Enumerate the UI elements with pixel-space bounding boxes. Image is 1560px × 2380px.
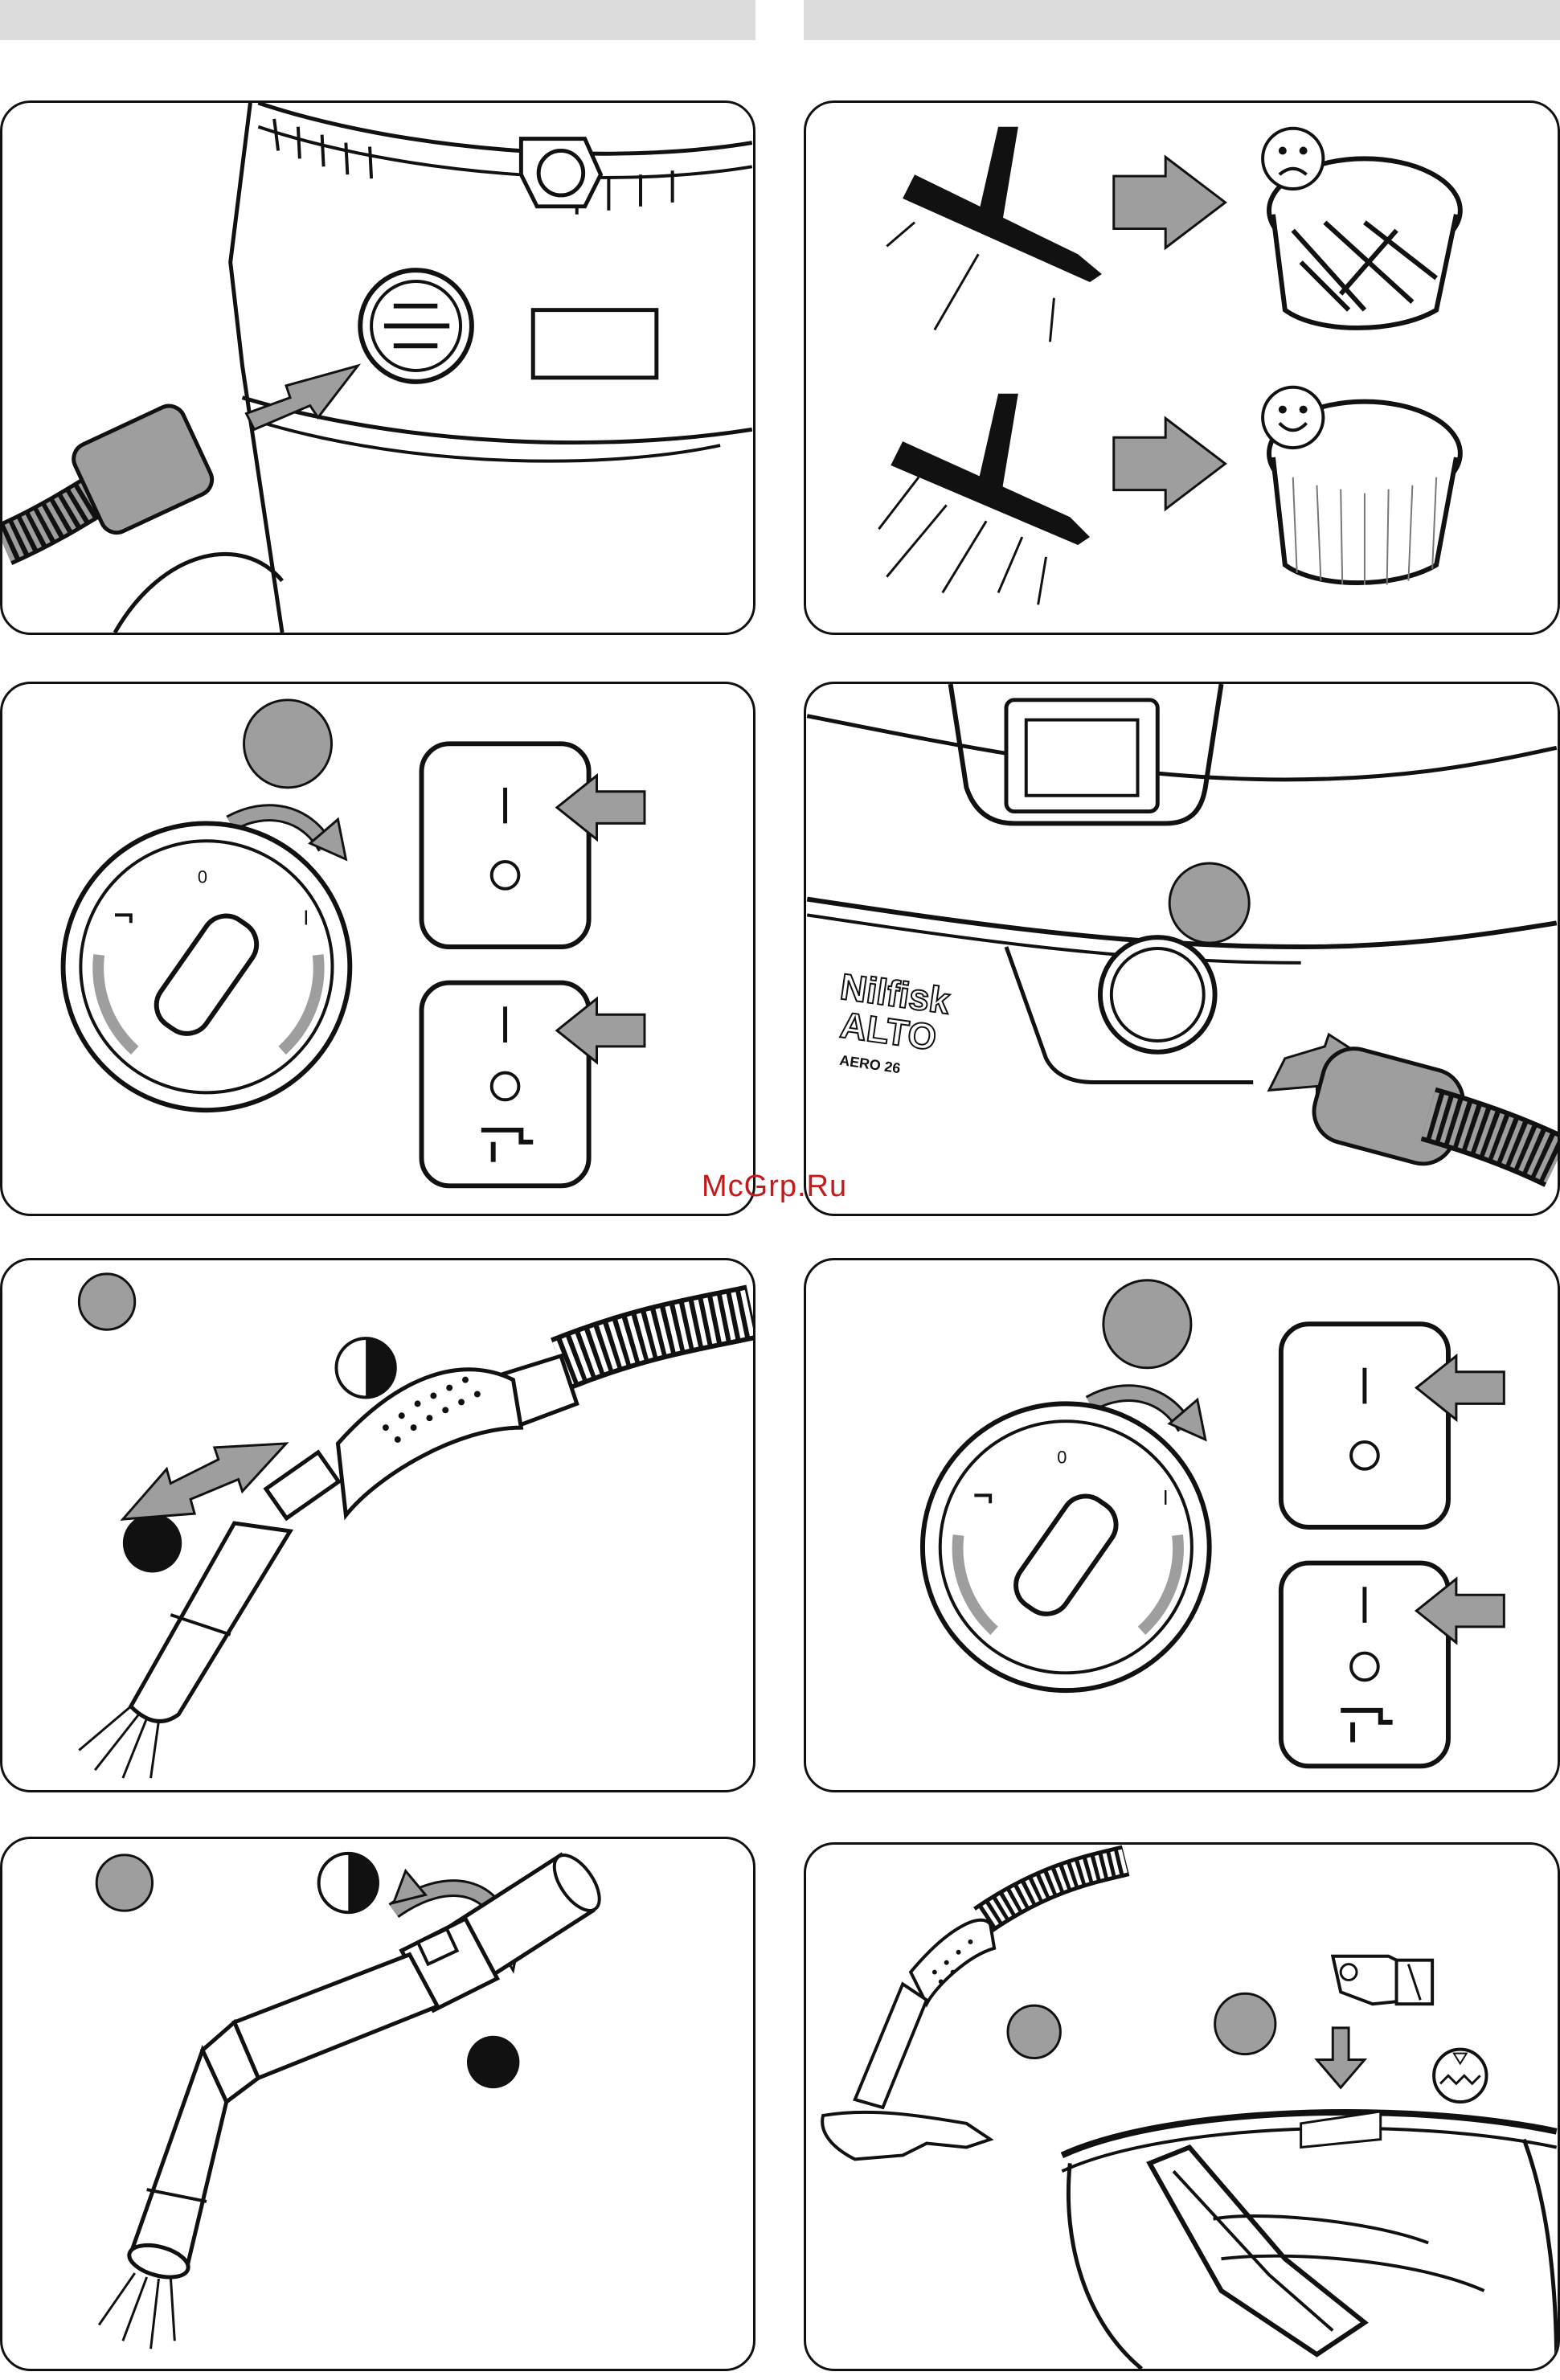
panel-nilfisk-body: Nilfisk ALTO AERO 26 (804, 682, 1560, 1216)
svg-text:I: I (303, 907, 309, 929)
filter-comparison-illustration (806, 103, 1558, 633)
step-gray-dot (1215, 1993, 1275, 2054)
panel-switch-setting-1: 0 I (0, 682, 755, 1216)
panel-hose-regulator (0, 1258, 755, 1792)
switch-tool-icon (422, 983, 645, 1186)
panel-filter-comparison (804, 100, 1560, 635)
svg-text:0: 0 (198, 867, 207, 887)
filter-tapping-illustration (806, 1845, 1558, 2369)
half-circle-icon (336, 1338, 395, 1397)
switch-on-icon (422, 743, 645, 947)
fist-icon (1333, 1956, 1432, 2004)
switch-dial-illustration-2: 0 I (806, 1260, 1558, 1790)
hose-connection-illustration (2, 103, 753, 633)
step-gray-dot (1008, 2005, 1060, 2058)
nilfisk-body-illustration: Nilfisk ALTO AERO 26 (806, 684, 1558, 1214)
nozzle-top (886, 127, 1102, 342)
happy-face-icon (1263, 387, 1323, 448)
switch-dial-illustration: 0 I (2, 684, 753, 1214)
step-black-dot (123, 1514, 182, 1572)
nozzle-bottom (878, 394, 1090, 605)
step-gray-dot (96, 1855, 152, 1911)
step-gray-dot (1103, 1280, 1191, 1368)
step-gray-dot (244, 700, 332, 788)
hose-regulator-illustration (2, 1260, 753, 1790)
panel-tube-rotation (0, 1837, 755, 2371)
half-circle-icon (319, 1854, 378, 1912)
panel-filter-tapping (804, 1842, 1560, 2371)
header-bar-right (804, 0, 1560, 40)
watermark-text: McGrp.Ru (702, 1170, 847, 1204)
panel-switch-setting-2: 0 I (804, 1258, 1560, 1792)
brand-model: AERO 26 (838, 1052, 901, 1076)
header-bar-left (0, 0, 755, 40)
step-black-dot (467, 2036, 519, 2088)
svg-text:0: 0 (1057, 1448, 1067, 1468)
step-gray-dot (79, 1274, 134, 1329)
sad-face-icon (1263, 129, 1323, 189)
tube-rotation-illustration (2, 1839, 753, 2369)
svg-text:I: I (1163, 1487, 1169, 1510)
step-gray-dot (1169, 863, 1249, 943)
panel-hose-connection (0, 100, 755, 635)
filter-tap-icon (1434, 2050, 1486, 2102)
